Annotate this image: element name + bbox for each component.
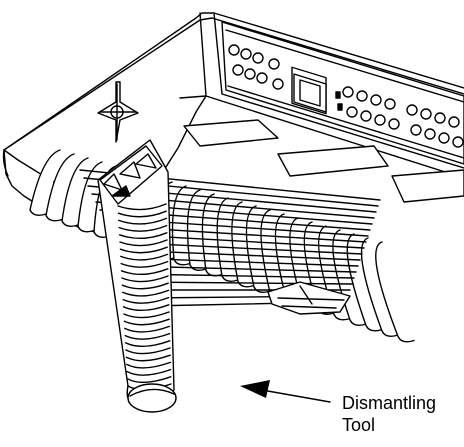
tool-tip (128, 384, 176, 412)
heat-sink-fins (30, 150, 414, 342)
callout-label-line1: Dismantling (342, 392, 436, 414)
callout-label-line2: Tool (342, 414, 375, 436)
callout-arrow (240, 380, 330, 402)
connector-panel (222, 22, 464, 164)
dismantling-tool (98, 140, 176, 412)
